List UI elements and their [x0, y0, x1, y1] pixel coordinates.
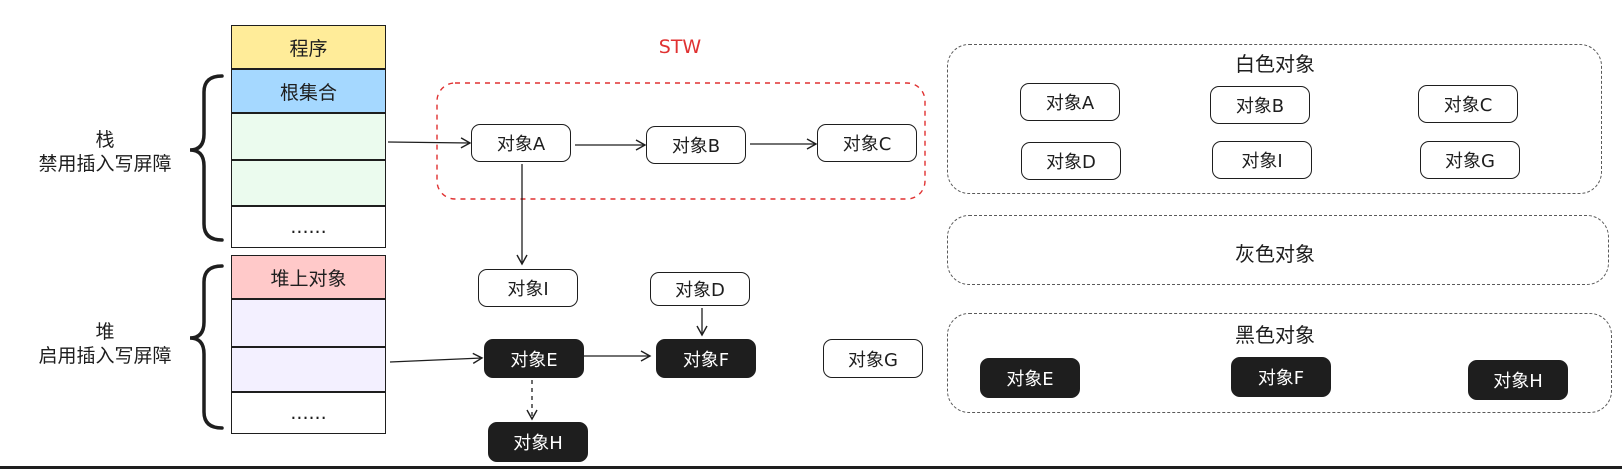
black-object: 对象H: [1468, 360, 1568, 400]
white-object: 对象B: [1210, 86, 1310, 124]
stw-region: [436, 82, 926, 200]
stw-label: STW: [658, 36, 702, 58]
stack-label: 栈 禁用插入写屏障: [20, 128, 190, 176]
root-set-cell: 根集合: [231, 69, 386, 113]
black-objects-group: [947, 313, 1612, 413]
bottom-rule: [0, 466, 1622, 469]
arrow-stack-to-a: [387, 137, 472, 149]
stack-slot: [231, 160, 386, 206]
heap-slot: [231, 299, 386, 347]
arrow-heap-to-e: [389, 352, 484, 364]
gray-objects-title: 灰色对象: [1235, 242, 1315, 266]
stack-slot: [231, 113, 386, 160]
black-objects-title: 黑色对象: [1235, 323, 1315, 347]
heap-slot: [231, 347, 386, 392]
heap-label: 堆 启用插入写屏障: [20, 320, 190, 368]
node-e: 对象E: [484, 339, 584, 378]
stack-title: 栈: [95, 129, 115, 151]
node-a: 对象A: [471, 124, 571, 162]
node-i: 对象I: [478, 269, 578, 307]
stack-note: 禁用插入写屏障: [38, 153, 172, 175]
node-d: 对象D: [650, 272, 750, 306]
heap-title: 堆: [95, 321, 115, 343]
node-b: 对象B: [646, 126, 746, 164]
node-h: 对象H: [488, 422, 588, 462]
black-object: 对象F: [1231, 357, 1331, 397]
white-objects-title: 白色对象: [1235, 52, 1315, 76]
white-object: 对象C: [1418, 85, 1518, 123]
heap-objects-cell: 堆上对象: [231, 255, 386, 299]
node-g: 对象G: [823, 339, 923, 378]
white-object: 对象I: [1212, 141, 1312, 179]
gray-objects-group: [947, 215, 1609, 285]
white-object: 对象D: [1021, 142, 1121, 180]
white-objects-group: [947, 44, 1602, 194]
white-object: 对象A: [1020, 83, 1120, 121]
node-f: 对象F: [656, 339, 756, 378]
stack-brace: [189, 74, 224, 242]
black-object: 对象E: [980, 358, 1080, 398]
white-object: 对象G: [1420, 141, 1520, 179]
program-cell: 程序: [231, 25, 386, 69]
heap-ellipsis-cell: ......: [231, 392, 386, 434]
heap-brace: [189, 264, 224, 430]
node-c: 对象C: [817, 124, 917, 162]
heap-note: 启用插入写屏障: [38, 345, 172, 367]
stack-ellipsis-cell: ......: [231, 206, 386, 248]
